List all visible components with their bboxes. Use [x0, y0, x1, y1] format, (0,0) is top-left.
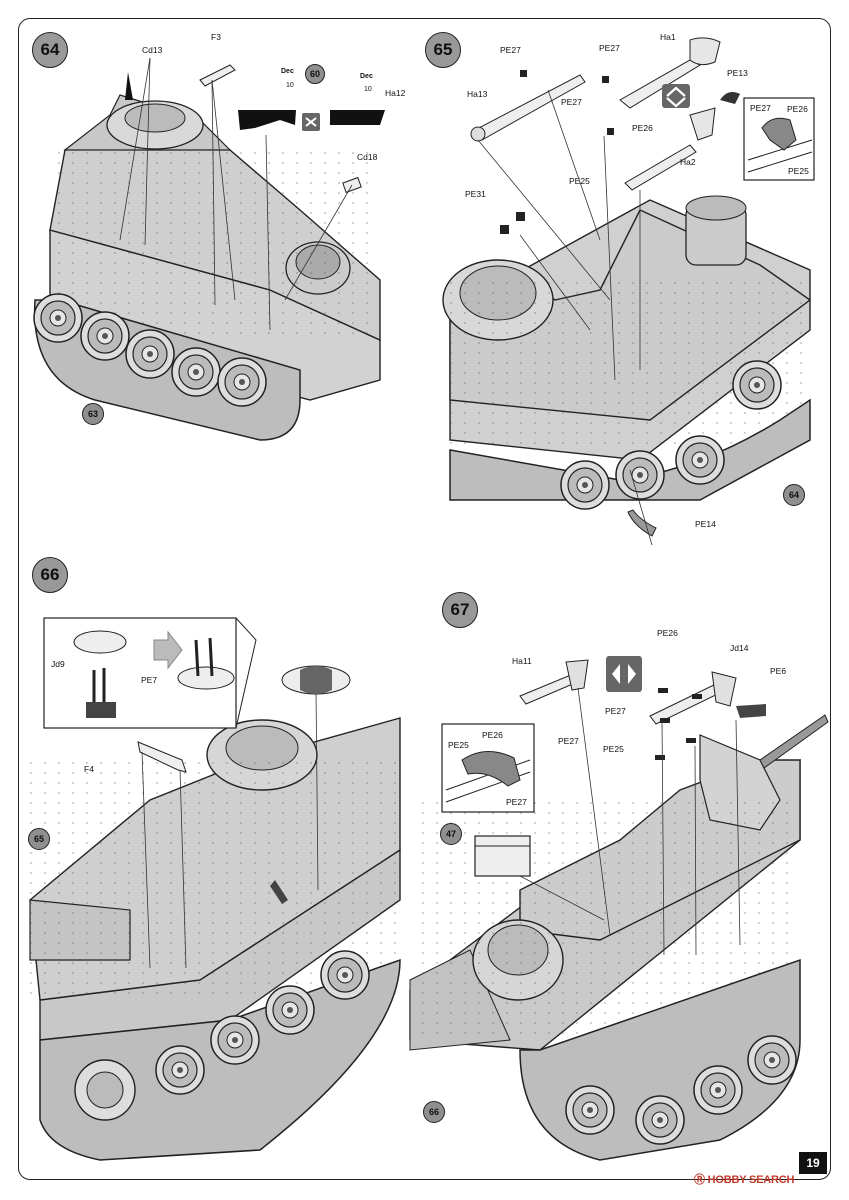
decal-label-2: Dec: [360, 73, 373, 80]
step-47-ref-badge: 47: [440, 823, 462, 845]
inset-label-pe26: PE26: [787, 104, 808, 114]
inset-label-pe7: PE7: [141, 675, 158, 685]
step-65-badge: 65: [425, 32, 461, 68]
part-label-ha2: Ha2: [680, 157, 696, 167]
step-65-ref-badge: 65: [28, 828, 50, 850]
inset-label-pe27-67: PE27: [506, 797, 527, 807]
step-66-illustration: [29, 617, 401, 1161]
part-label-pe31: PE31: [465, 189, 486, 199]
part-label-cd18: Cd18: [357, 152, 378, 162]
part-label-ha1: Ha1: [660, 32, 676, 42]
decal-number-2: 10: [364, 86, 372, 93]
inset-label-pe25: PE25: [788, 166, 809, 176]
part-label-pe26-67: PE26: [657, 628, 678, 638]
part-label-f4: F4: [84, 764, 94, 774]
step-64-ref-badge: 64: [783, 484, 805, 506]
part-label-pe27-a: PE27: [500, 45, 521, 55]
part-label-ha11: Ha11: [512, 656, 532, 666]
part-label-pe14: PE14: [695, 519, 716, 529]
step-64-badge: 64: [32, 32, 68, 68]
inset-label-jd9: Jd9: [51, 659, 65, 669]
part-label-pe27-b: PE27: [599, 43, 620, 53]
part-label-ha12: Ha12: [385, 88, 406, 98]
step-65-illustration: [440, 37, 815, 546]
page-number: 19: [799, 1152, 827, 1174]
part-label-pe27-67a: PE27: [605, 706, 626, 716]
part-label-pe25-67: PE25: [603, 744, 624, 754]
part-label-pe25: PE25: [569, 176, 590, 186]
inset-label-pe26-67: PE26: [482, 730, 503, 740]
step-67-badge: 67: [442, 592, 478, 628]
part-label-ha13: Ha13: [467, 89, 488, 99]
step-66-ref-badge: 66: [423, 1101, 445, 1123]
part-label-pe6: PE6: [770, 666, 787, 676]
part-label-f3: F3: [211, 32, 221, 42]
step-66-badge: 66: [32, 557, 68, 593]
step-64-illustration: [33, 57, 385, 441]
part-label-pe27-c: PE27: [561, 97, 582, 107]
part-label-pe13: PE13: [727, 68, 748, 78]
decal-label: Dec: [281, 68, 294, 75]
part-label-jd14: Jd14: [730, 643, 749, 653]
inset-label-pe25-67: PE25: [448, 740, 469, 750]
part-label-pe26: PE26: [632, 123, 653, 133]
hobby-search-watermark: Ⓡ HOBBY SEARCH: [694, 1174, 795, 1186]
part-label-cd13: Cd13: [142, 45, 163, 55]
inset-label-pe27: PE27: [750, 103, 771, 113]
part-label-pe27-67b: PE27: [558, 736, 579, 746]
step-64-decal-badge: 60: [305, 64, 325, 84]
decal-number: 10: [286, 82, 294, 89]
step-63-ref-badge: 63: [82, 403, 104, 425]
step-67-illustration: [409, 656, 829, 1161]
